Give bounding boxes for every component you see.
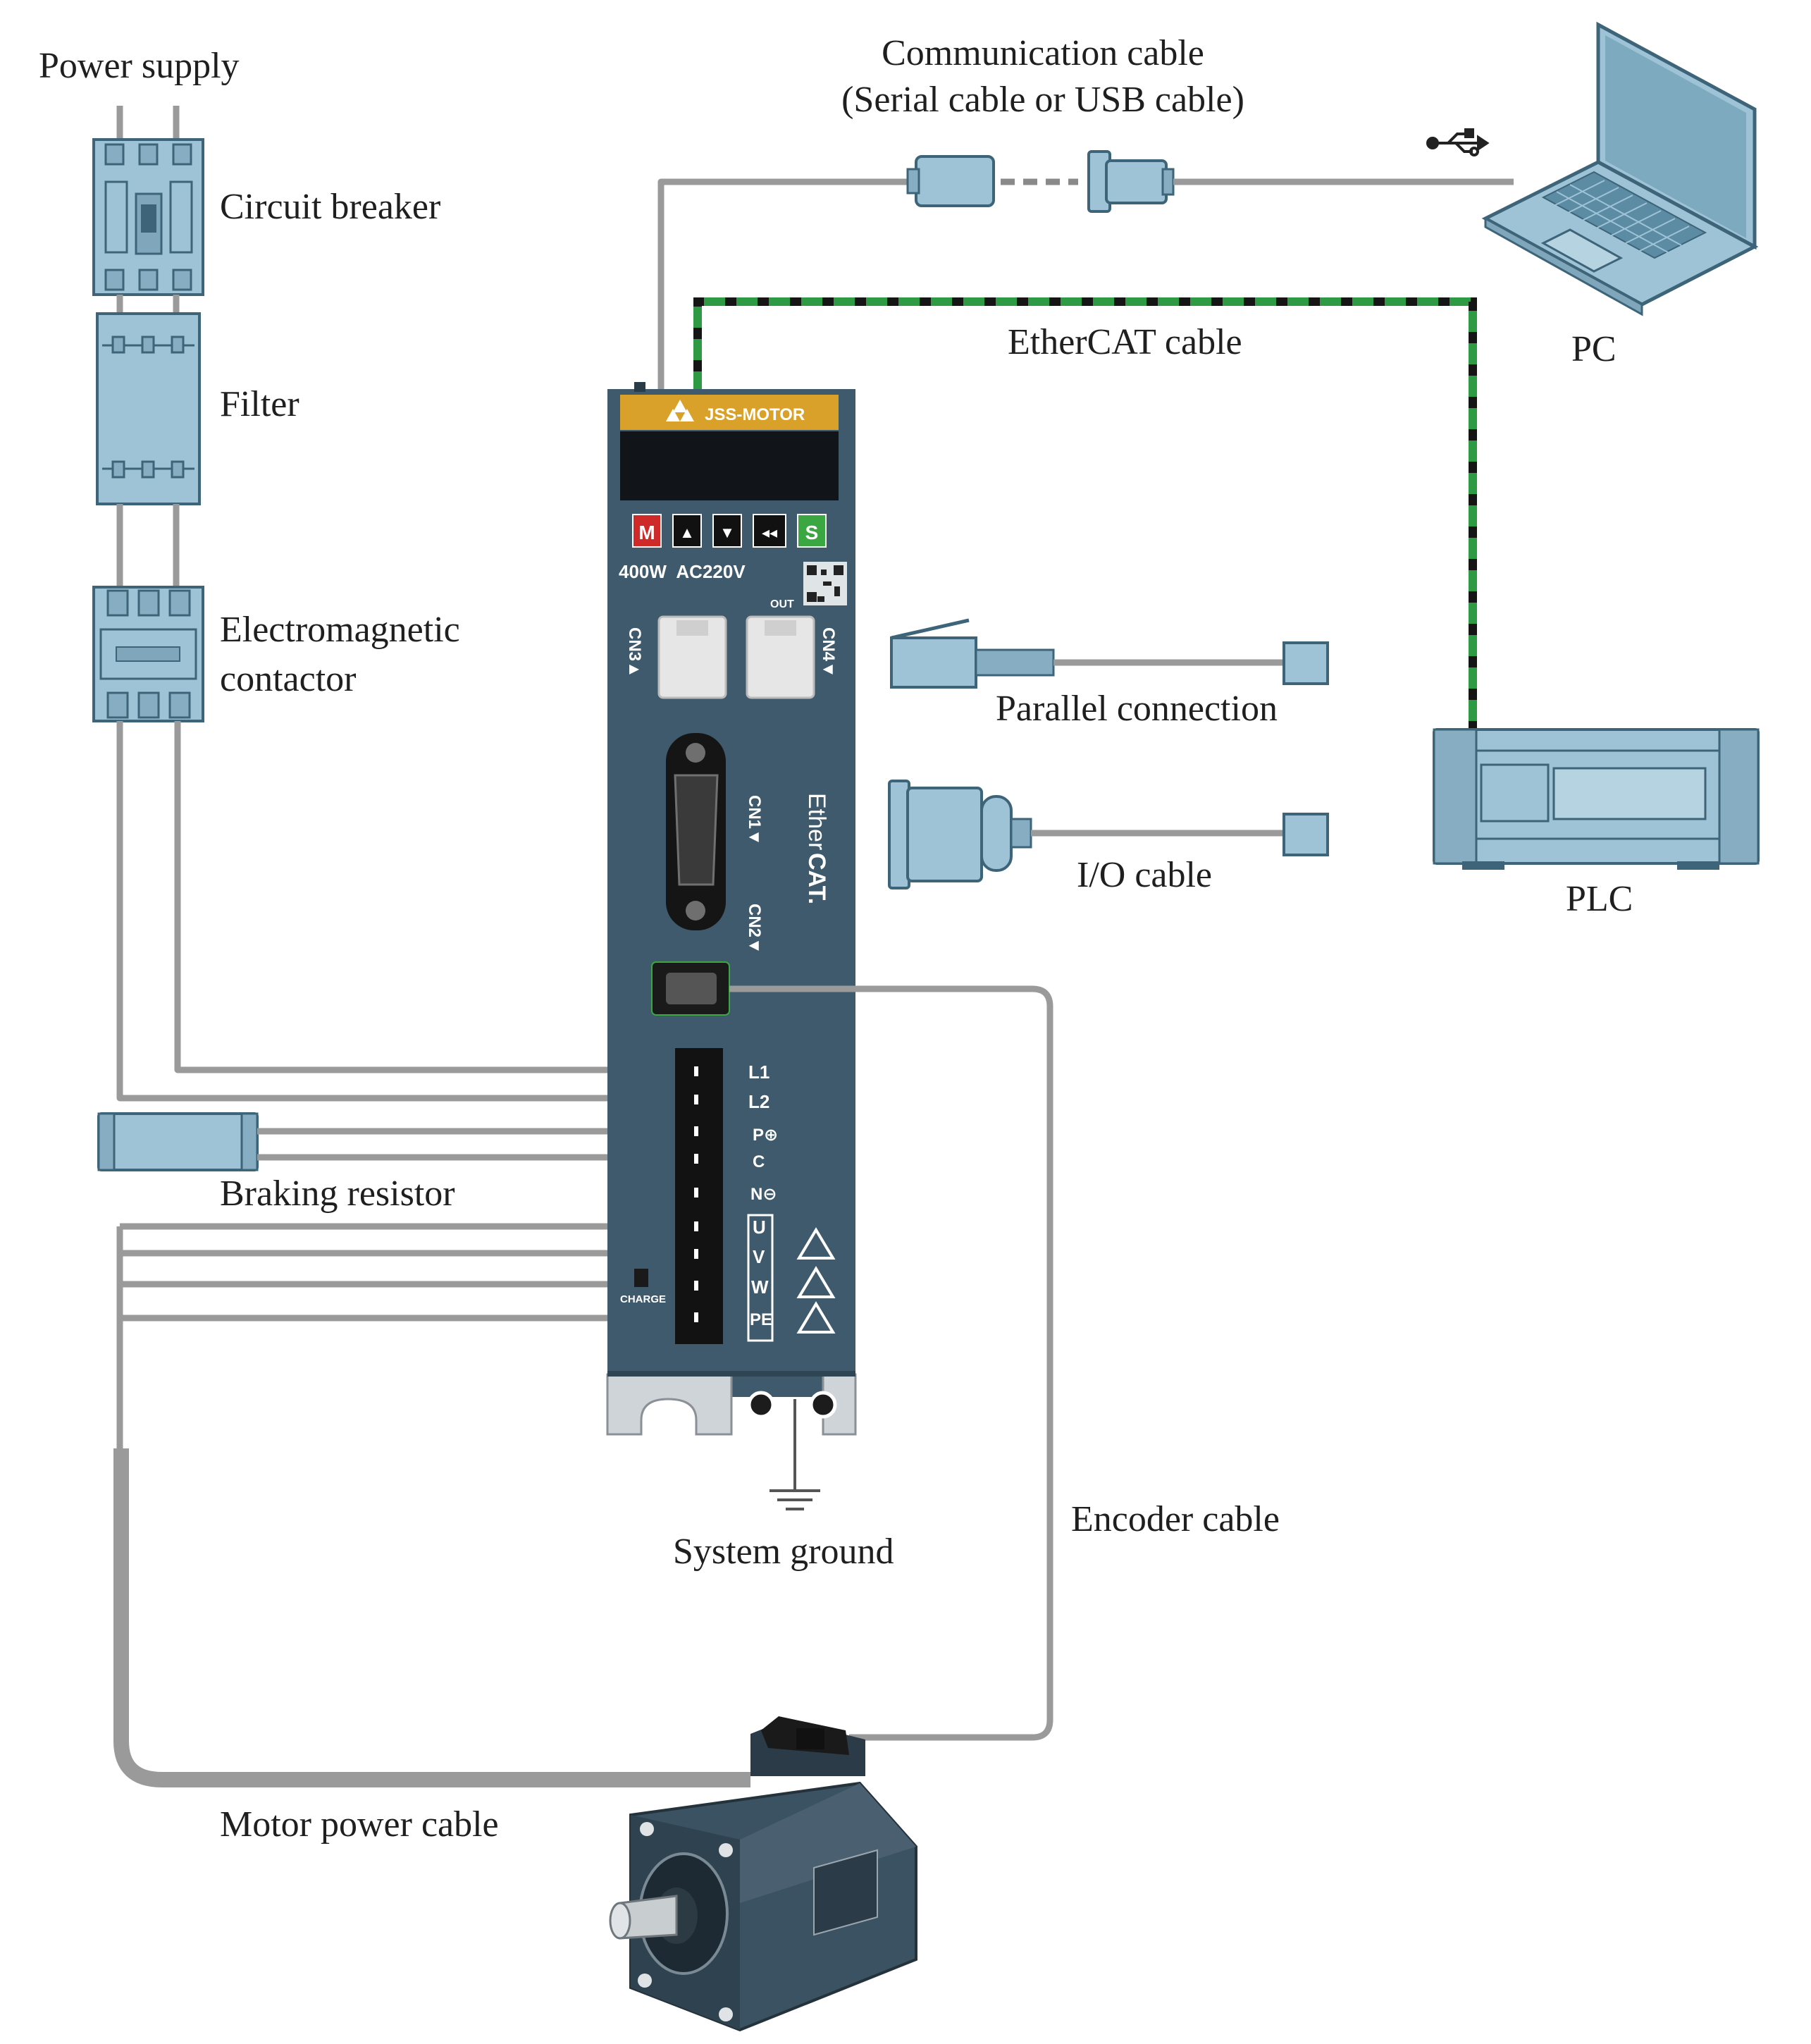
button-shift-label: ◂◂	[762, 524, 777, 541]
pc-laptop	[1481, 21, 1759, 316]
servo-drive	[606, 382, 857, 1436]
terminal-block	[675, 1048, 723, 1344]
io-connector	[888, 780, 1032, 889]
servo-motor	[609, 1716, 917, 2032]
button-down	[712, 514, 742, 548]
rj45-plug	[890, 618, 1055, 689]
label-io-cable: I/O cable	[1077, 855, 1212, 895]
label-power-supply: Power supply	[39, 46, 240, 86]
terminal-w: W	[751, 1276, 769, 1298]
usb-icon	[1426, 128, 1490, 156]
cn3-port	[657, 615, 727, 699]
button-up	[672, 514, 702, 548]
button-up-label: ▲	[679, 524, 695, 541]
power-supply-leads	[116, 106, 180, 141]
cn4-port	[746, 615, 815, 699]
button-shift	[753, 514, 786, 548]
label-contactor-2: contactor	[220, 659, 356, 699]
db9-connector	[1087, 150, 1175, 213]
button-m-label: M	[638, 522, 655, 543]
cn3-label: CN3▲	[625, 627, 644, 678]
label-comm-cable-2: (Serial cable or USB cable)	[841, 80, 1244, 120]
label-system-ground: System ground	[673, 1532, 894, 1572]
label-filter: Filter	[220, 384, 299, 424]
port-out-label: OUT	[770, 598, 794, 610]
cn4-label: CN4▼	[819, 627, 838, 678]
serial-usb-adapter	[906, 155, 995, 207]
warning-icon	[796, 1227, 836, 1334]
plc	[1433, 728, 1760, 870]
button-s-label: S	[805, 522, 819, 543]
filter	[96, 312, 201, 505]
button-s	[797, 514, 827, 548]
button-down-label: ▼	[719, 524, 735, 541]
terminal-l1: L1	[748, 1061, 769, 1083]
ethercat-logo-ether: Ether	[803, 793, 830, 850]
cn2-label: CN2▼	[745, 904, 764, 954]
drive-brand: JSS-MOTOR	[705, 405, 805, 424]
braking-resistor	[97, 1112, 259, 1171]
terminal-u: U	[753, 1217, 766, 1238]
terminal-c: C	[753, 1152, 765, 1171]
label-comm-cable-1: Communication cable	[882, 33, 1204, 73]
label-contactor-1: Electromagnetic	[220, 610, 460, 650]
charge-label: CHARGE	[620, 1293, 666, 1305]
label-circuit-breaker: Circuit breaker	[220, 187, 440, 227]
label-pc: PC	[1571, 329, 1617, 369]
terminal-p: P⊕	[753, 1126, 778, 1145]
qr-code	[803, 562, 847, 605]
button-m	[632, 514, 662, 548]
parallel-connection-end	[1282, 641, 1329, 685]
label-motor-power-cable: Motor power cable	[220, 1804, 499, 1845]
electromagnetic-contactor	[92, 586, 204, 722]
terminal-l2: L2	[748, 1091, 769, 1112]
label-plc: PLC	[1566, 879, 1633, 919]
terminal-n: N⊖	[750, 1185, 777, 1204]
cn1-connector	[666, 733, 726, 930]
io-cable-end	[1282, 813, 1329, 856]
label-encoder-cable: Encoder cable	[1071, 1499, 1280, 1539]
ground-icon	[769, 1399, 820, 1510]
ethercat-logo-cat: CAT.	[803, 853, 830, 904]
cn1-label: CN1▼	[745, 795, 764, 846]
drive-rating: 400W AC220V	[619, 561, 746, 582]
terminal-v: V	[753, 1246, 765, 1267]
label-braking-resistor: Braking resistor	[220, 1174, 455, 1214]
label-parallel-connection: Parallel connection	[996, 689, 1278, 729]
label-ethercat-cable: EtherCAT cable	[1008, 322, 1242, 362]
circuit-breaker	[92, 138, 204, 296]
terminal-pe: PE	[750, 1310, 772, 1329]
